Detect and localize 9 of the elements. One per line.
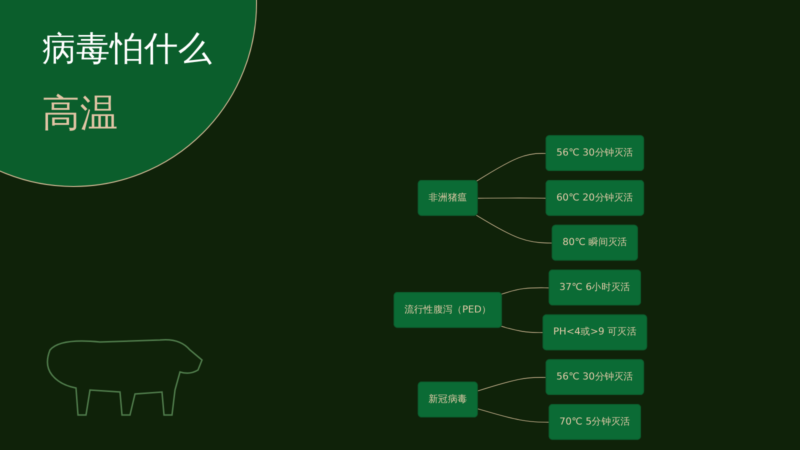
connector: [477, 377, 546, 392]
connector: [500, 326, 544, 333]
title: 病毒怕什么: [42, 28, 212, 71]
connector: [477, 198, 546, 199]
connector: [477, 408, 550, 423]
connector: [476, 153, 546, 182]
subtitle: 高温: [42, 90, 118, 137]
connector: [476, 214, 552, 244]
connector: [500, 287, 550, 295]
